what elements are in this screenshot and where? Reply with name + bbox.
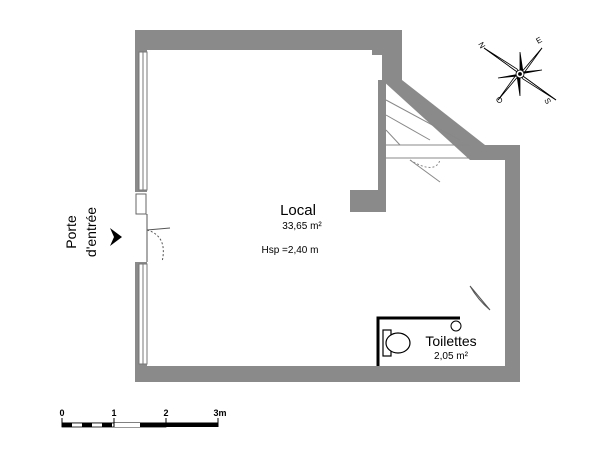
room-name-local: Local <box>280 202 316 219</box>
scale-tick-1: 1 <box>111 408 116 418</box>
compass-south: S <box>542 97 552 106</box>
column-stub <box>378 168 386 190</box>
staircase <box>385 99 470 183</box>
diagonal-wall <box>382 80 485 160</box>
entrance-arrow-icon <box>110 228 122 246</box>
room-name-toilettes: Toilettes <box>425 333 476 349</box>
stair-side-wall <box>378 80 386 168</box>
entrance-door <box>135 193 171 263</box>
scale-bar: 0 1 2 3m <box>59 408 227 428</box>
entrance-label-line1: Porte <box>63 215 79 249</box>
compass-star-icon <box>483 47 557 101</box>
toilet-fixture <box>382 329 411 357</box>
toilet-room <box>376 285 491 366</box>
room-area-toilettes: 2,05 m² <box>434 351 469 362</box>
windows <box>138 51 148 365</box>
right-wall <box>470 145 520 382</box>
entrance-label: Porte d'entrée <box>63 207 122 257</box>
compass-north: N <box>476 41 487 51</box>
room-height-local: Hsp =2,40 m <box>262 245 319 256</box>
scale-tick-2: 2 <box>163 408 168 418</box>
top-right-pillar <box>372 50 402 80</box>
scale-tick-0: 0 <box>59 408 64 418</box>
top-wall <box>135 30 402 50</box>
walls <box>135 30 520 382</box>
scale-tick-3: 3m <box>213 408 226 418</box>
sink <box>450 320 462 332</box>
toilet-door <box>469 285 491 311</box>
compass-rose: N E S O <box>476 35 557 106</box>
bottom-wall <box>135 366 520 382</box>
scale-segments <box>62 423 166 427</box>
column <box>350 190 386 212</box>
compass-east: E <box>535 35 544 45</box>
entrance-label-line2: d'entrée <box>83 207 99 257</box>
compass-west: O <box>495 95 505 106</box>
room-area-local: 33,65 m² <box>282 221 322 232</box>
toilet-partition <box>376 316 460 366</box>
